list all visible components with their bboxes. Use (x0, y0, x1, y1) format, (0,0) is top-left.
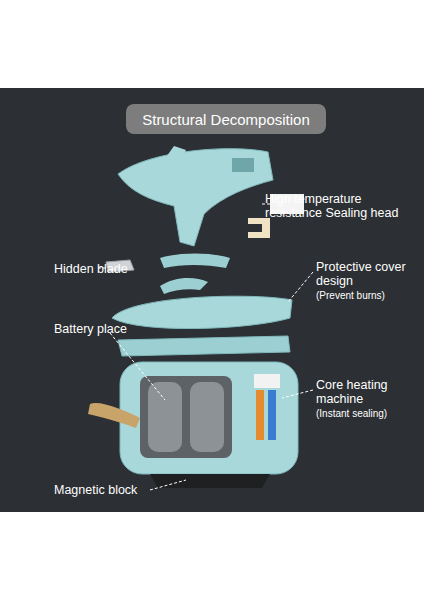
battery (148, 382, 182, 452)
part-label: (Prevent burns) (316, 290, 416, 302)
lid-knob (164, 146, 186, 164)
battery (190, 382, 224, 452)
blade-slider (160, 278, 208, 294)
part-label: Battery place (54, 322, 134, 336)
hanging-strap (88, 403, 140, 428)
part-label: Hidden blade (54, 262, 134, 276)
part-label: Protective cover design (316, 260, 416, 289)
magnet-foot (150, 474, 270, 488)
protective-cover (112, 296, 292, 328)
base-housing (120, 362, 298, 474)
sealing-head-clip (248, 218, 270, 238)
leader-line (282, 390, 313, 398)
dark-panel (0, 88, 424, 512)
leader-line (288, 272, 313, 302)
battery-compartment (140, 376, 232, 458)
top-lid (118, 149, 273, 246)
inner-plate (118, 336, 290, 356)
part-label: (Instant sealing) (316, 408, 416, 420)
heating-element (256, 390, 264, 440)
heating-element (268, 390, 276, 440)
leader-line (150, 480, 186, 490)
title-badge: Structural Decomposition (126, 104, 326, 134)
blade-holder (160, 254, 230, 269)
heating-clip (254, 374, 280, 388)
lid-window (232, 158, 254, 172)
part-label: Magnetic block (54, 483, 164, 497)
leader-line (110, 333, 165, 400)
part-label: High temperature resistance Sealing head (265, 192, 415, 221)
part-label: Core heating machine (316, 378, 416, 407)
